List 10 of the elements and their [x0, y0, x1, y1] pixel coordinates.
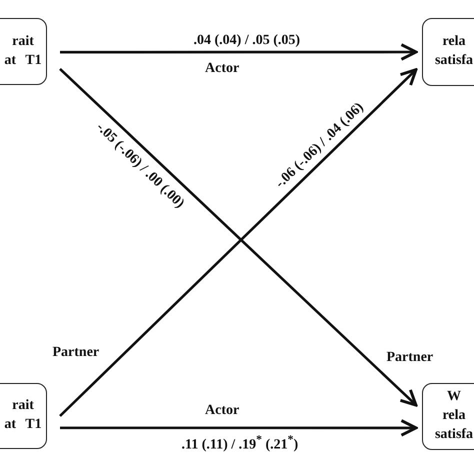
variable-label: rait at T1 — [3, 32, 43, 70]
edge-label: .04 (.04) / .05 (.05) — [192, 32, 302, 48]
variable-box — [0, 18, 47, 85]
variable-box — [0, 383, 47, 449]
arrow — [60, 43, 418, 61]
variable-label: W rela satisfa — [434, 388, 474, 444]
variable-label: rela satisfa — [434, 33, 474, 70]
variable-label: rait at T1 — [3, 397, 43, 434]
arrow — [60, 419, 418, 437]
edge-label: .11 (.11) / .19$^{*}$ (.21$^{*}$) — [180, 434, 300, 453]
